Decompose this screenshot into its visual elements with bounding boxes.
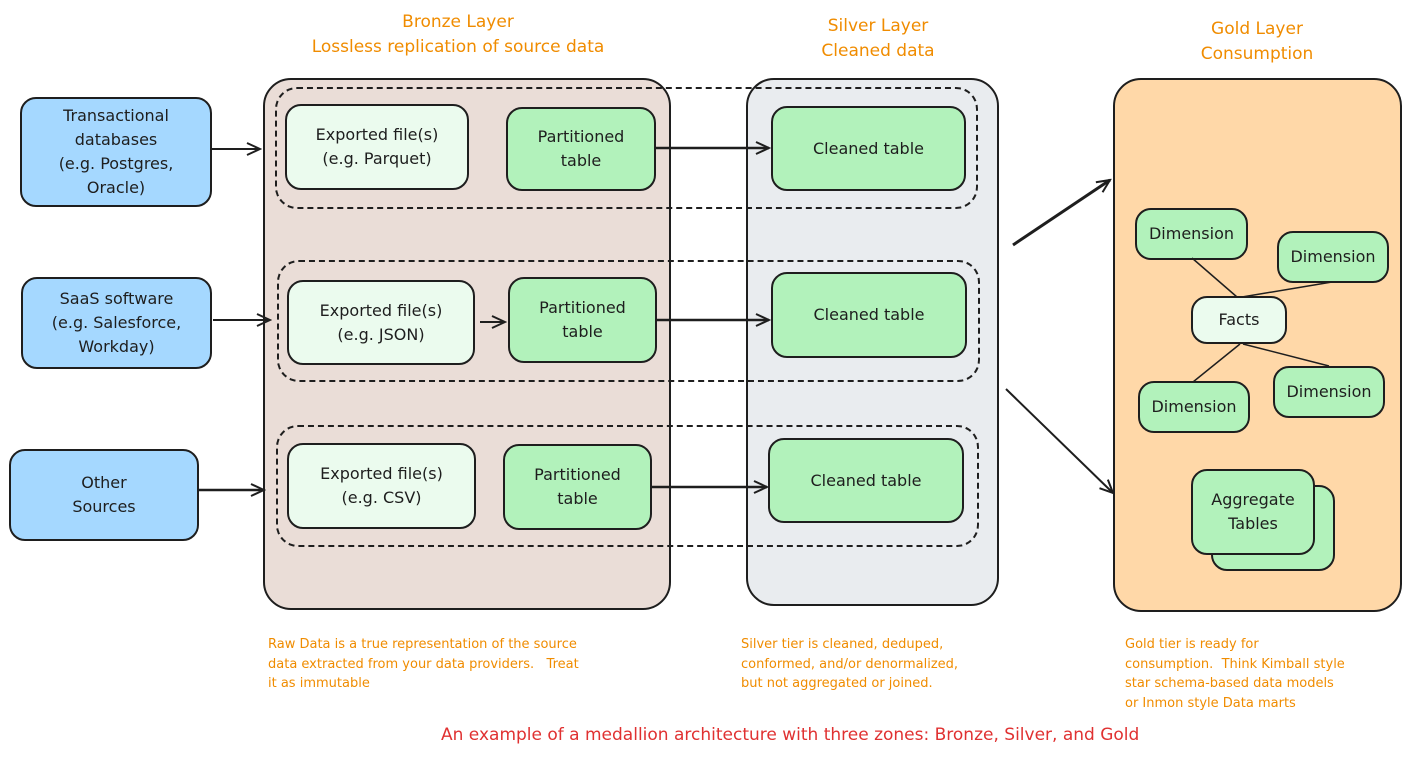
source-label: Other Sources (72, 473, 136, 516)
exported-label: Exported file(s) (e.g. Parquet) (315, 125, 439, 168)
pipeline-group-3 (276, 425, 979, 547)
partitioned-table-1[interactable]: Partitioned table (506, 107, 656, 191)
exported-files-parquet[interactable]: Exported file(s) (e.g. Parquet) (285, 104, 469, 190)
diagram-caption: An example of a medallion architecture w… (441, 725, 1140, 745)
dimension-box-1[interactable]: Dimension (1135, 208, 1248, 260)
source-label: Transactional databases (e.g. Postgres, … (58, 106, 174, 197)
partitioned-table-3[interactable]: Partitioned table (503, 444, 652, 530)
dimension-label: Dimension (1148, 224, 1235, 243)
exported-files-json[interactable]: Exported file(s) (e.g. JSON) (287, 280, 475, 365)
bronze-subtitle: Lossless replication of source data (311, 37, 605, 57)
cleaned-label: Cleaned table (810, 470, 922, 490)
facts-box[interactable]: Facts (1191, 296, 1287, 344)
source-saas-software[interactable]: SaaS software (e.g. Salesforce, Workday) (21, 277, 212, 369)
cleaned-table-2[interactable]: Cleaned table (771, 272, 967, 358)
exported-label: Exported file(s) (e.g. JSON) (319, 300, 443, 344)
cleaned-table-1[interactable]: Cleaned table (771, 106, 966, 191)
silver-subtitle: Cleaned data (821, 41, 935, 61)
arrow-silver-to-gold-lower (1005, 388, 1113, 493)
bronze-title-line1: Bronze Layer (402, 12, 514, 32)
partitioned-table-2[interactable]: Partitioned table (508, 277, 657, 363)
aggregate-label: Aggregate Tables (1211, 490, 1295, 533)
aggregate-tables-box[interactable]: Aggregate Tables (1191, 469, 1315, 555)
source-label: SaaS software (e.g. Salesforce, Workday) (51, 289, 182, 356)
gold-title-line1: Gold Layer (1211, 19, 1303, 39)
dimension-label: Dimension (1151, 397, 1237, 416)
pipeline-group-2 (277, 260, 980, 382)
exported-label: Exported file(s) (e.g. CSV) (320, 464, 443, 507)
source-transactional-databases[interactable]: Transactional databases (e.g. Postgres, … (20, 97, 212, 207)
gold-subtitle: Consumption (1200, 44, 1314, 64)
pipeline-group-1 (275, 87, 978, 209)
cleaned-table-3[interactable]: Cleaned table (768, 438, 964, 523)
silver-title-line1: Silver Layer (827, 16, 929, 36)
silver-note: Silver tier is cleaned, deduped, conform… (741, 637, 959, 691)
bronze-layer-title: Bronze Layer Lossless replication of sou… (258, 10, 658, 60)
source-other-sources[interactable]: Other Sources (9, 449, 199, 541)
silver-layer-title: Silver Layer Cleaned data (778, 14, 978, 64)
dimension-label: Dimension (1290, 247, 1376, 266)
dimension-box-3[interactable]: Dimension (1138, 381, 1250, 433)
cleaned-label: Cleaned table (813, 305, 925, 324)
gold-note: Gold tier is ready for consumption. Thin… (1125, 637, 1345, 711)
exported-files-csv[interactable]: Exported file(s) (e.g. CSV) (287, 443, 476, 529)
partitioned-label: Partitioned table (537, 127, 625, 170)
dimension-box-4[interactable]: Dimension (1273, 366, 1385, 418)
dimension-label: Dimension (1286, 382, 1372, 401)
bronze-note: Raw Data is a true representation of the… (268, 637, 579, 691)
facts-label: Facts (1218, 310, 1260, 329)
partitioned-label: Partitioned table (539, 298, 626, 341)
dimension-box-2[interactable]: Dimension (1277, 231, 1389, 283)
gold-layer-title: Gold Layer Consumption (1157, 17, 1357, 67)
cleaned-label: Cleaned table (812, 138, 924, 158)
partitioned-label: Partitioned table (534, 465, 621, 508)
arrow-silver-to-gold-upper (1012, 180, 1110, 247)
